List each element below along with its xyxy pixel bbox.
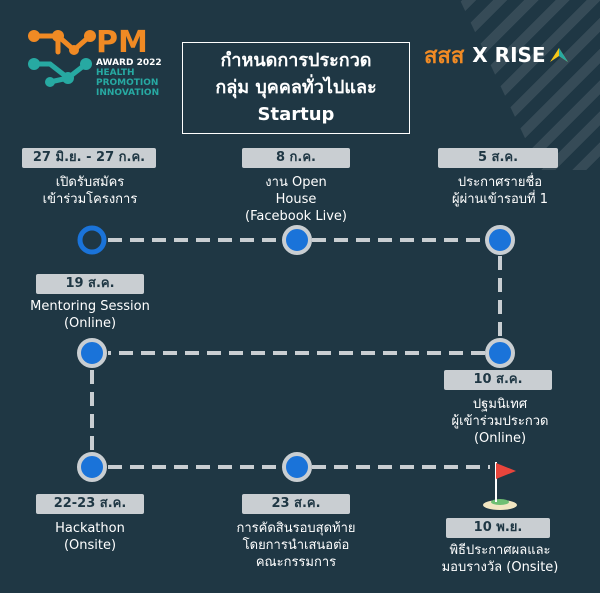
node-7-icon [282, 452, 312, 482]
event-1-desc: เปิดรับสมัคร เข้าร่วมโครงการ [42, 175, 138, 207]
event-4-date: 19 ส.ค. [36, 274, 144, 294]
title-line3: Startup [257, 104, 335, 125]
node-start-icon [77, 225, 107, 255]
event-2-date: 8 ก.ค. [242, 148, 350, 168]
title-line1: กำหนดการประกวด [220, 50, 372, 71]
event-5-desc: ปฐมนิเทศ ผู้เข้าร่วมประกวด (Online) [451, 397, 549, 446]
event-7-date: 23 ส.ค. [242, 494, 350, 514]
event-7-desc: การคัดสินรอบสุดท้าย โดยการนำเสนอต่อ คณะก… [236, 521, 356, 570]
node-6-icon [77, 452, 107, 482]
rise-arrow-icon [549, 48, 568, 62]
page-title: กำหนดการประกวด กลุ่ม บุคคลทั่วไปและ Star… [182, 42, 410, 134]
thaihealth-logo: สสส [424, 43, 465, 69]
event-5-date: 10 ส.ค. [444, 370, 552, 390]
event-8-desc: พิธีประกาศผลและ มอบรางวัล (Onsite) [441, 543, 559, 575]
rise-logo-text: X RISE [472, 43, 546, 67]
finish-flag-icon [483, 462, 517, 510]
node-5-icon [485, 338, 515, 368]
event-2-desc: งาน Open House (Facebook Live) [245, 175, 347, 224]
pm-award-logo-icon [28, 30, 96, 87]
event-8-date: 10 พ.ย. [446, 518, 550, 538]
title-line2: กลุ่ม บุคคลทั่วไปและ [215, 77, 377, 98]
event-4-desc: Mentoring Session (Online) [30, 299, 150, 331]
node-4-icon [77, 338, 107, 368]
timeline-nodes [77, 225, 515, 482]
node-2-icon [282, 225, 312, 255]
event-3-desc: ประกาศรายชื่อ ผู้ผ่านเข้ารอบที่ 1 [451, 175, 549, 207]
partner-logo: สสส X RISE [424, 40, 570, 70]
pm-award-text: PM AWARD 2022 HEALTH PROMOTION INNOVATIO… [96, 25, 162, 99]
event-6-desc: Hackathon (Onsite) [55, 521, 125, 553]
node-3-icon [485, 225, 515, 255]
pm-award-year: AWARD 2022 [96, 58, 162, 68]
event-6-date: 22-23 ส.ค. [36, 494, 144, 514]
pm-line3: INNOVATION [96, 88, 160, 98]
pm-line2: PROMOTION [96, 78, 159, 88]
event-1-date: 27 มิ.ย. - 27 ก.ค. [22, 148, 156, 168]
pm-line1: HEALTH [96, 68, 135, 78]
pm-logo-text: PM [96, 25, 148, 60]
event-3-date: 5 ส.ค. [438, 148, 558, 168]
